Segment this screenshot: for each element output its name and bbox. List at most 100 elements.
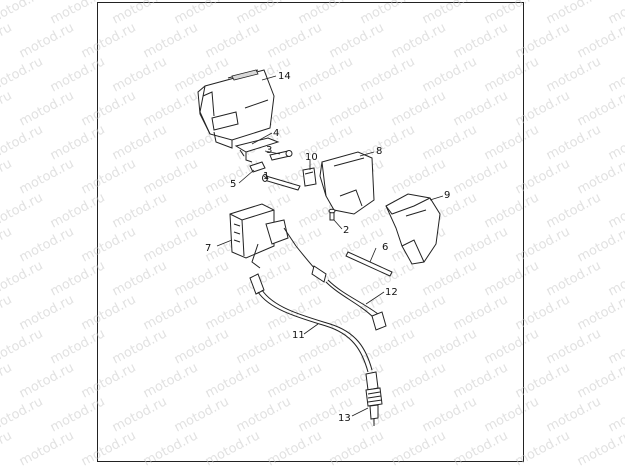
watermark-text: motod.ru <box>48 258 108 299</box>
watermark-text: motod.ru <box>482 0 542 28</box>
watermark-text: motod.ru <box>203 20 263 61</box>
callout-8: 8 <box>376 146 382 157</box>
watermark-text: motod.ru <box>48 190 108 231</box>
watermark-text: motod.ru <box>420 394 480 435</box>
watermark-text: motod.ru <box>420 258 480 299</box>
watermark-text: motod.ru <box>389 20 449 61</box>
watermark-text: motod.ru <box>575 360 625 401</box>
part-10-clip <box>302 167 317 187</box>
watermark-text: motod.ru <box>265 428 325 468</box>
callout-14: 14 <box>278 71 291 82</box>
watermark-text: motod.ru <box>451 292 511 333</box>
watermark-text: motod.ru <box>544 258 604 299</box>
watermark-text: motod.ru <box>420 122 480 163</box>
watermark-text: motod.ru <box>265 20 325 61</box>
callout-3: 3 <box>266 145 272 156</box>
watermark-text: motod.ru <box>141 292 201 333</box>
watermark-text: motod.ru <box>203 428 263 468</box>
watermark-text: motod.ru <box>513 224 573 265</box>
watermark-text: motod.ru <box>513 360 573 401</box>
watermark-text: motod.ru <box>606 394 625 435</box>
watermark-text: motod.ru <box>110 0 170 28</box>
part-3-spacer <box>269 150 293 161</box>
watermark-text: motod.ru <box>296 54 356 95</box>
watermark-text: motod.ru <box>17 224 77 265</box>
watermark-text: motod.ru <box>0 88 15 129</box>
watermark-text: motod.ru <box>327 20 387 61</box>
part-8-cover <box>319 151 375 215</box>
part-14-control-module <box>197 69 275 149</box>
part-11-ht-lead <box>249 273 373 373</box>
watermark-text: motod.ru <box>141 20 201 61</box>
watermark-text: motod.ru <box>110 394 170 435</box>
part-9-outer-cover <box>385 193 441 265</box>
watermark-text: motod.ru <box>575 88 625 129</box>
watermark-text: motod.ru <box>451 20 511 61</box>
watermark-text: motod.ru <box>0 360 15 401</box>
watermark-text: motod.ru <box>79 360 139 401</box>
watermark-text: motod.ru <box>48 0 108 28</box>
watermark-text: motod.ru <box>482 122 542 163</box>
watermark-text: motod.ru <box>420 54 480 95</box>
callout-9: 9 <box>444 190 450 201</box>
watermark-text: motod.ru <box>0 224 15 265</box>
watermark-text: motod.ru <box>141 224 201 265</box>
part-13-spark-plug <box>365 371 383 426</box>
watermark-text: motod.ru <box>234 326 294 367</box>
watermark-text: motod.ru <box>544 326 604 367</box>
watermark-text: motod.ru <box>389 360 449 401</box>
watermark-text: motod.ru <box>234 0 294 28</box>
watermark-text: motod.ru <box>544 394 604 435</box>
watermark-text: motod.ru <box>17 292 77 333</box>
watermark-text: motod.ru <box>482 258 542 299</box>
watermark-text: motod.ru <box>17 428 77 468</box>
watermark-text: motod.ru <box>17 360 77 401</box>
watermark-text: motod.ru <box>606 122 625 163</box>
watermark-text: motod.ru <box>0 20 15 61</box>
watermark-text: motod.ru <box>389 156 449 197</box>
watermark-text: motod.ru <box>389 428 449 468</box>
watermark-text: motod.ru <box>17 88 77 129</box>
part-12-ht-lead <box>295 245 387 331</box>
callout-11: 11 <box>292 330 305 341</box>
watermark-text: motod.ru <box>513 20 573 61</box>
callout-7: 7 <box>205 243 211 254</box>
watermark-text: motod.ru <box>79 88 139 129</box>
watermark-text: motod.ru <box>544 190 604 231</box>
watermark-text: motod.ru <box>79 292 139 333</box>
part-6-rod <box>345 251 393 277</box>
watermark-text: motod.ru <box>203 292 263 333</box>
watermark-text: motod.ru <box>544 122 604 163</box>
leader-lines <box>216 75 444 417</box>
watermark-text: motod.ru <box>0 292 15 333</box>
watermark-text: motod.ru <box>110 54 170 95</box>
callout-10: 10 <box>305 152 318 163</box>
watermark-text: motod.ru <box>327 88 387 129</box>
watermark-text: motod.ru <box>265 292 325 333</box>
watermark-text: motod.ru <box>79 224 139 265</box>
watermark-text: motod.ru <box>79 20 139 61</box>
callout-5: 5 <box>230 179 236 190</box>
watermark-text: motod.ru <box>358 326 418 367</box>
watermark-text: motod.ru <box>451 156 511 197</box>
callout-13: 13 <box>338 413 351 424</box>
watermark-text: motod.ru <box>79 156 139 197</box>
part-7-ignition-coil <box>229 203 297 269</box>
watermark-text: motod.ru <box>110 258 170 299</box>
watermark-text: motod.ru <box>296 0 356 28</box>
watermark-text: motod.ru <box>544 0 604 28</box>
watermark-text: motod.ru <box>234 258 294 299</box>
callout-4: 4 <box>273 128 279 139</box>
watermark-text: motod.ru <box>79 428 139 468</box>
part-5-washer <box>249 161 266 173</box>
watermark-text: motod.ru <box>141 428 201 468</box>
watermark-text: motod.ru <box>482 394 542 435</box>
watermark-text: motod.ru <box>420 0 480 28</box>
watermark-text: motod.ru <box>296 326 356 367</box>
watermark-text: motod.ru <box>482 54 542 95</box>
watermark-text: motod.ru <box>575 292 625 333</box>
watermark-text: motod.ru <box>358 394 418 435</box>
watermark-text: motod.ru <box>575 20 625 61</box>
watermark-text: motod.ru <box>203 156 263 197</box>
